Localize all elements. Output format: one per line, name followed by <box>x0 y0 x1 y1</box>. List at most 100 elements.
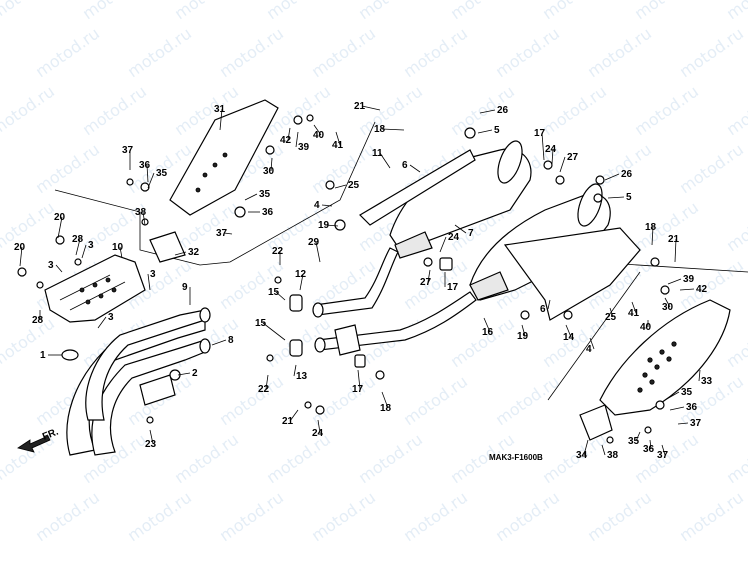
watermark-text: motod.ru <box>32 488 103 546</box>
callout-17: 17 <box>352 384 364 395</box>
callout-33: 33 <box>701 376 713 387</box>
callout-leader-37 <box>223 232 233 235</box>
callout-leader-11 <box>379 152 391 169</box>
watermark-text: motod.ru <box>400 488 471 546</box>
callout-3: 3 <box>150 269 156 280</box>
watermark-text: motod.ru <box>124 488 195 546</box>
callout-21: 21 <box>354 101 366 112</box>
callout-14: 14 <box>563 332 575 343</box>
callout-leader-41 <box>335 131 341 146</box>
callout-leader-12 <box>299 273 304 291</box>
callout-35: 35 <box>628 436 640 447</box>
callout-3: 3 <box>48 260 54 271</box>
callout-leader-15 <box>262 322 286 341</box>
callout-leader-27 <box>427 269 431 283</box>
callout-19: 19 <box>517 331 529 342</box>
callout-4: 4 <box>586 344 592 355</box>
callout-leader-24 <box>317 419 321 434</box>
watermark-text: motod.ru <box>79 82 150 140</box>
callout-41: 41 <box>628 308 640 319</box>
callout-leader-25 <box>334 184 347 189</box>
callout-6: 6 <box>402 160 408 171</box>
callout-29: 29 <box>308 237 320 248</box>
callout-leader-35 <box>664 391 680 401</box>
callout-12: 12 <box>295 269 307 280</box>
callout-22: 22 <box>258 384 270 395</box>
callout-leader-18 <box>381 391 389 409</box>
callout-17: 17 <box>534 128 546 139</box>
callout-leader-7 <box>454 224 467 234</box>
watermark-text: motod.ru <box>32 24 103 82</box>
watermark-text: motod.ru <box>0 82 58 140</box>
watermark-text: motod.ru <box>263 0 334 23</box>
watermark-text: motod.ru <box>216 372 287 430</box>
watermark-text: motod.ru <box>723 430 748 488</box>
callout-31: 31 <box>214 104 226 115</box>
front-exhaust-pipes <box>61 307 211 456</box>
watermark-text: motod.ru <box>32 140 103 198</box>
callout-39: 39 <box>298 142 310 153</box>
callout-leader-3 <box>97 316 107 329</box>
callout-20: 20 <box>14 242 26 253</box>
callout-leader-24 <box>439 236 447 253</box>
watermark-text: motod.ru <box>355 430 426 488</box>
watermark-text: motod.ru <box>171 430 242 488</box>
watermark-text: motod.ru <box>216 488 287 546</box>
callout-leader-28 <box>75 238 81 256</box>
callout-leader-3 <box>147 273 151 291</box>
callout-leader-37 <box>677 422 689 425</box>
callout-leader-17 <box>357 369 361 390</box>
callout-leader-40 <box>313 124 322 136</box>
callout-leader-42 <box>679 288 695 291</box>
callout-30: 30 <box>263 166 275 177</box>
callout-37: 37 <box>122 145 134 156</box>
callout-leader-24 <box>551 148 554 165</box>
callout-leader-29 <box>315 241 321 263</box>
heat-shield-left <box>44 254 146 323</box>
callout-25: 25 <box>348 180 360 191</box>
callout-leader-22 <box>265 374 269 390</box>
callout-30: 30 <box>662 302 674 313</box>
callout-9: 9 <box>182 282 188 293</box>
callout-leader-2 <box>177 372 191 376</box>
callout-leader-42 <box>287 127 291 141</box>
watermark-text: motod.ru <box>79 0 150 23</box>
callout-28: 28 <box>32 315 44 326</box>
callout-leader-36 <box>649 439 652 450</box>
watermark-text: motod.ru <box>216 24 287 82</box>
watermark-text: motod.ru <box>584 24 655 82</box>
callout-26: 26 <box>497 105 509 116</box>
callout-42: 42 <box>280 135 292 146</box>
callout-leader-27 <box>559 156 566 173</box>
callout-leader-35 <box>244 193 258 201</box>
callout-leader-10 <box>119 246 123 259</box>
callout-leader-13 <box>293 364 297 377</box>
watermark-text: motod.ru <box>124 24 195 82</box>
watermark-text: motod.ru <box>723 198 748 256</box>
drawing-code: MAK3-F1600B <box>489 453 543 462</box>
muffler-lower <box>469 183 641 321</box>
callout-leader-15 <box>275 291 286 301</box>
callout-leader-19 <box>325 224 339 227</box>
clamps-and-fasteners <box>17 114 670 444</box>
callout-leader-5 <box>607 196 625 199</box>
callout-6: 6 <box>540 304 546 315</box>
callout-19: 19 <box>318 220 330 231</box>
callout-leader-4 <box>321 204 333 207</box>
callout-38: 38 <box>135 207 147 218</box>
callout-38: 38 <box>607 450 619 461</box>
callout-5: 5 <box>494 125 500 136</box>
callout-leader-23 <box>149 429 154 445</box>
callout-leader-36 <box>669 406 685 411</box>
callout-labels: 1233334455667891011121314151516171717181… <box>14 101 713 461</box>
callout-leader-19 <box>521 324 526 337</box>
callout-leader-21 <box>674 238 677 263</box>
callout-26: 26 <box>621 169 633 180</box>
callout-leader-21 <box>289 409 299 422</box>
callout-15: 15 <box>255 318 267 329</box>
callout-35: 35 <box>156 168 168 179</box>
watermark-text: motod.ru <box>0 198 58 256</box>
watermark-text: motod.ru <box>676 24 747 82</box>
callout-leader-6 <box>409 164 421 173</box>
callout-leader-35 <box>147 172 155 189</box>
